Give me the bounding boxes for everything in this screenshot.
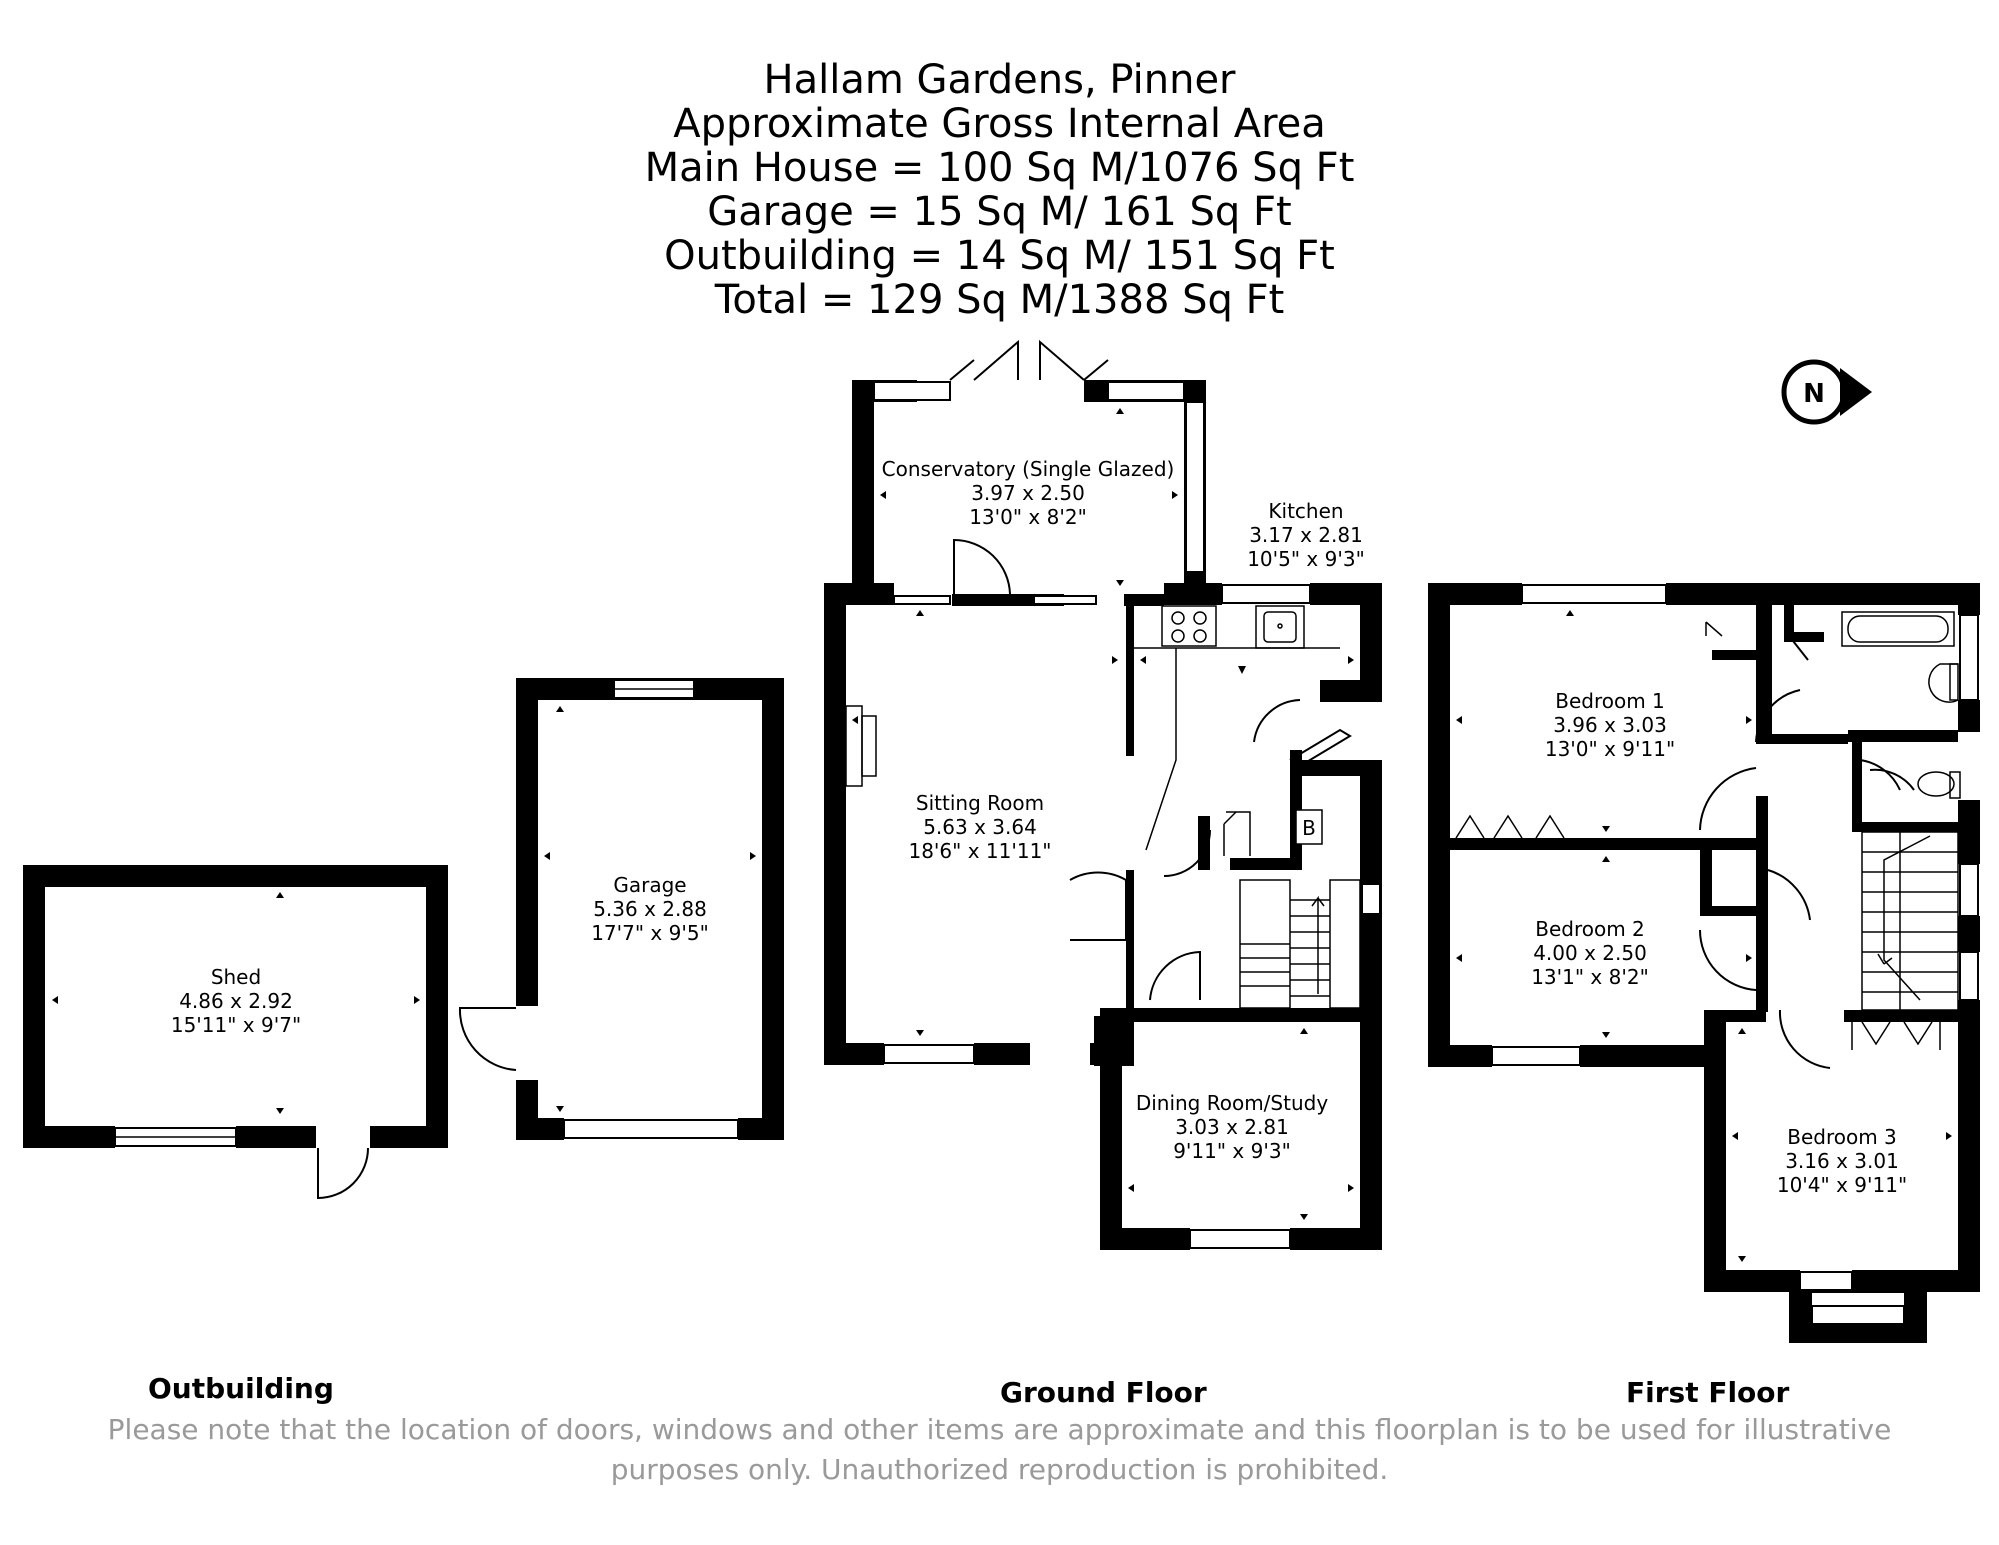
compass-letter: N	[1803, 379, 1825, 409]
shed-walls	[23, 865, 448, 1148]
room-metric: 5.36 x 2.88	[593, 897, 707, 921]
room-name: Conservatory (Single Glazed)	[882, 457, 1175, 481]
floor-label-ground: Ground Floor	[1000, 1376, 1207, 1409]
kitchen-worktop	[1134, 647, 1340, 856]
compass-north-icon	[1781, 359, 1872, 425]
kitchen-sink-icon	[1255, 605, 1305, 649]
wash-basin-icon	[1928, 663, 1959, 703]
wardrobe-doors	[1455, 621, 1941, 1050]
room-imperial: 9'11" x 9'3"	[1173, 1139, 1291, 1163]
room-label-bedroom-2: Bedroom 2 4.00 x 2.50 13'1" x 8'2"	[1531, 917, 1649, 989]
sitting-room-fireplace-icon	[845, 705, 877, 787]
room-name: Bedroom 3	[1787, 1125, 1897, 1149]
room-name: Sitting Room	[916, 791, 1044, 815]
garage-door	[563, 1119, 739, 1139]
room-name: Kitchen	[1268, 499, 1343, 523]
bedroom3-bay	[1789, 1291, 1927, 1343]
room-name: Shed	[211, 965, 261, 989]
plan-header: Hallam Gardens, Pinner Approximate Gross…	[0, 58, 1999, 322]
room-imperial: 18'6" x 11'11"	[908, 839, 1051, 863]
shed-window	[114, 1127, 237, 1147]
first-floor-stairs	[1861, 831, 1959, 1011]
conservatory-french-doors	[949, 339, 1109, 381]
property-title: Hallam Gardens, Pinner	[763, 57, 1236, 103]
floor-label-outbuilding: Outbuilding	[148, 1372, 334, 1405]
room-metric: 4.86 x 2.92	[179, 989, 293, 1013]
room-name: Garage	[613, 873, 686, 897]
room-name: Bedroom 2	[1535, 917, 1645, 941]
room-label-conservatory: Conservatory (Single Glazed) 3.97 x 2.50…	[882, 457, 1175, 529]
room-metric: 5.63 x 3.64	[923, 815, 1037, 839]
room-imperial: 10'5" x 9'3"	[1247, 547, 1365, 571]
room-imperial: 15'11" x 9'7"	[171, 1013, 301, 1037]
ground-floor-windows	[883, 381, 1381, 1249]
area-subtitle: Approximate Gross Internal Area	[673, 101, 1326, 147]
room-label-dining-room: Dining Room/Study 3.03 x 2.81 9'11" x 9'…	[1136, 1091, 1329, 1163]
room-metric: 3.16 x 3.01	[1785, 1149, 1899, 1173]
first-floor-walls	[1428, 583, 1980, 1292]
room-imperial: 13'0" x 8'2"	[969, 505, 1087, 529]
toilet-icon	[1917, 771, 1961, 799]
ground-floor-door-swings	[953, 538, 1352, 1001]
garage-side-door-swing	[458, 1007, 517, 1071]
area-outbuilding: Outbuilding = 14 Sq M/ 151 Sq Ft	[664, 233, 1335, 279]
room-metric: 3.97 x 2.50	[971, 481, 1085, 505]
kitchen-hob-icon	[1161, 605, 1217, 647]
floor-label-first: First Floor	[1626, 1376, 1790, 1409]
area-total: Total = 129 Sq M/1388 Sq Ft	[714, 277, 1285, 323]
bath-icon	[1841, 611, 1955, 647]
dimension-arrows	[52, 408, 1952, 1262]
room-metric: 3.96 x 3.03	[1553, 713, 1667, 737]
room-imperial: 10'4" x 9'11"	[1777, 1173, 1907, 1197]
room-metric: 3.17 x 2.81	[1249, 523, 1363, 547]
ground-floor-stairs	[1239, 879, 1361, 1009]
boiler-box	[1295, 809, 1323, 845]
room-label-shed: Shed 4.86 x 2.92 15'11" x 9'7"	[171, 965, 301, 1037]
room-label-bedroom-1: Bedroom 1 3.96 x 3.03 13'0" x 9'11"	[1545, 689, 1675, 761]
room-imperial: 13'1" x 8'2"	[1531, 965, 1649, 989]
room-imperial: 17'7" x 9'5"	[591, 921, 709, 945]
conservatory-top-windows	[873, 381, 1185, 401]
room-metric: 3.03 x 2.81	[1175, 1115, 1289, 1139]
disclaimer: Please note that the location of doors, …	[0, 1410, 1999, 1490]
room-metric: 4.00 x 2.50	[1533, 941, 1647, 965]
room-label-bedroom-3: Bedroom 3 3.16 x 3.01 10'4" x 9'11"	[1777, 1125, 1907, 1197]
room-label-garage: Garage 5.36 x 2.88 17'7" x 9'5"	[591, 873, 709, 945]
room-label-kitchen: Kitchen 3.17 x 2.81 10'5" x 9'3"	[1247, 499, 1365, 571]
area-main-house: Main House = 100 Sq M/1076 Sq Ft	[644, 145, 1355, 191]
room-name: Bedroom 1	[1555, 689, 1665, 713]
room-imperial: 13'0" x 9'11"	[1545, 737, 1675, 761]
area-garage: Garage = 15 Sq M/ 161 Sq Ft	[707, 189, 1292, 235]
room-label-sitting-room: Sitting Room 5.63 x 3.64 18'6" x 11'11"	[908, 791, 1051, 863]
boiler-label: B	[1302, 816, 1316, 840]
disclaimer-line-1: Please note that the location of doors, …	[107, 1413, 1892, 1446]
room-name: Dining Room/Study	[1136, 1091, 1329, 1115]
first-floor-door-swings	[1698, 631, 1915, 1069]
disclaimer-line-2: purposes only. Unauthorized reproduction…	[610, 1453, 1389, 1486]
first-floor-windows	[1491, 584, 1979, 1291]
shed-door-swing	[317, 1147, 369, 1200]
garage-window	[613, 679, 695, 699]
